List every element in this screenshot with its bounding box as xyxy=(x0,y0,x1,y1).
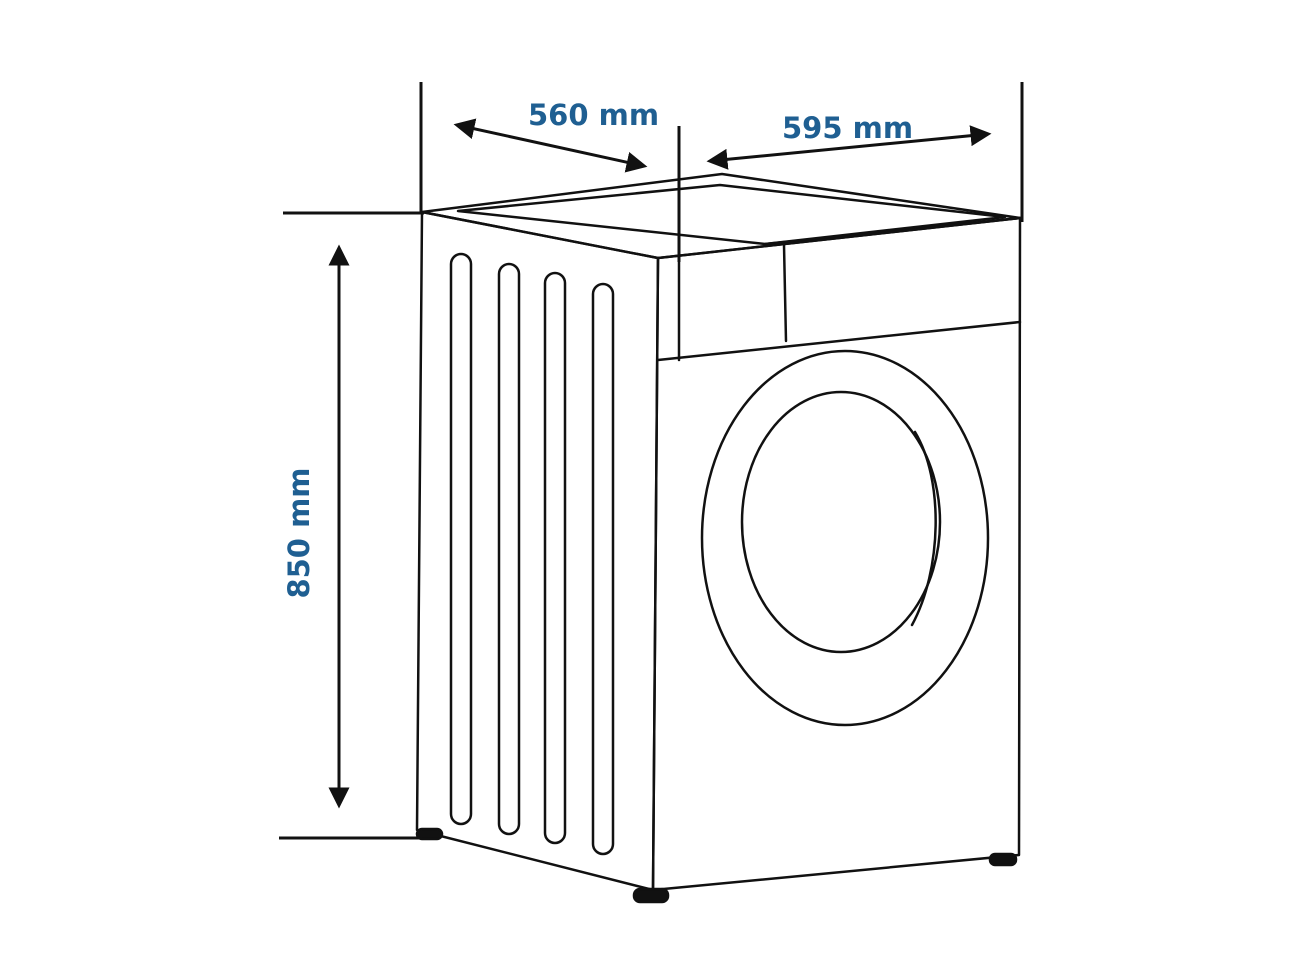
machine-left-side xyxy=(415,210,660,892)
front-right-foot xyxy=(988,852,1018,867)
top-panel-inner-outline xyxy=(456,183,1007,246)
door-window-inner-edge xyxy=(910,430,937,627)
control-panel-divider xyxy=(782,243,788,343)
side-vent-slot-4 xyxy=(591,282,615,856)
side-vent-slot-1 xyxy=(449,252,473,826)
side-vent-slot-3 xyxy=(543,271,567,845)
door-outer-ring xyxy=(700,349,990,727)
washing-machine-illustration xyxy=(415,172,1022,904)
measurement-guide-lines xyxy=(279,82,1024,840)
front-left-foot xyxy=(632,887,670,904)
door-window xyxy=(740,390,942,654)
depth-label: 560 mm xyxy=(528,98,659,132)
depth-dimension-arrow xyxy=(453,118,648,173)
width-dimension-arrow xyxy=(706,125,992,170)
control-panel-bottom-edge xyxy=(656,320,1022,362)
height-label: 850 mm xyxy=(282,467,316,598)
dimension-arrows xyxy=(328,118,992,809)
width-label: 595 mm xyxy=(782,111,913,145)
side-vent-slot-2 xyxy=(497,262,521,836)
rear-left-foot xyxy=(415,827,444,841)
machine-front-face xyxy=(651,216,1022,892)
